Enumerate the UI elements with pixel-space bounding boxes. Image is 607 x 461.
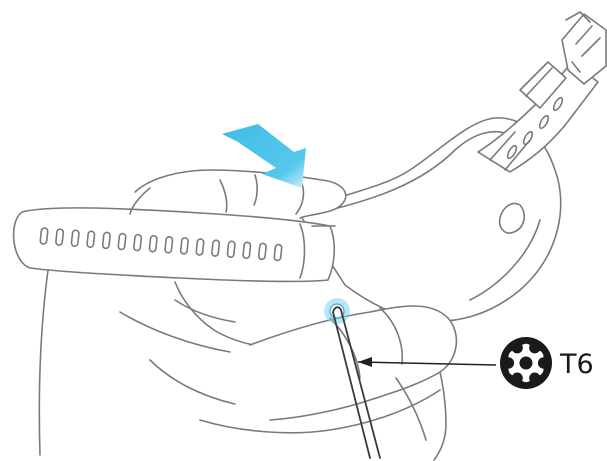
torx-notch (503, 357, 514, 368)
torx-notch (512, 342, 523, 353)
pin-highlight (324, 298, 350, 324)
upper-strap (478, 12, 606, 172)
tool-size-label: T6 (559, 349, 594, 380)
torx-bit-icon (500, 337, 552, 389)
torx-notch (529, 373, 540, 384)
torx-notch (512, 373, 523, 384)
torx-notch (529, 342, 540, 353)
torx-notch (538, 357, 549, 368)
